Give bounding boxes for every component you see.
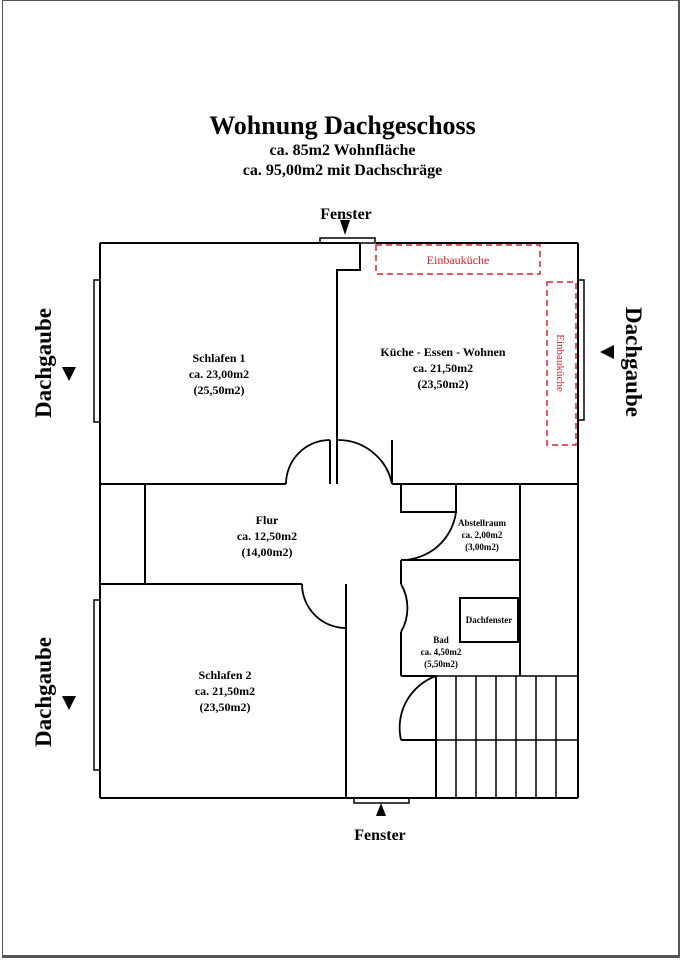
area-with-slope-text: ca. 95,00m2 mit Dachschräge: [242, 162, 443, 179]
interior-walls: [100, 243, 578, 798]
arrows: [62, 220, 614, 816]
dormer-label-right: Dachgaube: [621, 307, 646, 417]
room-name-bad: Bad: [433, 635, 449, 645]
room-name-schlafen1: Schlafen 1: [192, 351, 245, 365]
arrow-up-icon: [376, 803, 386, 816]
room-slope-schlafen1: (25,50m2): [194, 383, 245, 397]
room-area-flur: ca. 12,50m2: [237, 529, 297, 543]
door-arcs: [285, 439, 457, 741]
window-label-top: Fenster: [320, 206, 372, 223]
dormer-label-left-bottom: Dachgaube: [31, 637, 56, 747]
room-name-schlafen2: Schlafen 2: [198, 668, 251, 682]
room-area-abstellraum: ca. 2,00m2: [462, 530, 503, 540]
room-name-flur: Flur: [256, 513, 279, 527]
room-area-kueche: ca. 21,50m2: [413, 361, 473, 375]
arrow-left-icon: [600, 345, 614, 359]
dormer-label-left-top: Dachgaube: [31, 308, 56, 418]
living-area-text: ca. 85m2 Wohnfläche: [269, 142, 416, 159]
arrow-down-icon: [340, 220, 350, 235]
room-name-kueche: Küche - Essen - Wohnen: [380, 345, 505, 359]
arrow-down-icon: [62, 696, 76, 710]
room-area-bad: ca. 4,50m2: [421, 647, 462, 657]
kitchen-label-horizontal: Einbauküche: [427, 253, 490, 267]
skylight-label: Dachfenster: [466, 615, 513, 625]
outer-walls: [99, 242, 579, 799]
room-slope-flur: (14,00m2): [242, 545, 293, 559]
room-name-abstellraum: Abstellraum: [458, 518, 507, 528]
room-slope-abstellraum: (3,00m2): [465, 542, 499, 552]
windows: [93, 237, 585, 804]
kitchen-marker: [375, 244, 577, 446]
window-label-bottom: Fenster: [354, 827, 406, 844]
room-area-schlafen2: ca. 21,50m2: [195, 684, 255, 698]
room-slope-schlafen2: (23,50m2): [200, 700, 251, 714]
arrow-down-icon: [62, 367, 76, 381]
room-slope-kueche: (23,50m2): [418, 377, 469, 391]
room-slope-bad: (5,50m2): [424, 659, 458, 669]
room-area-schlafen1: ca. 23,00m2: [189, 367, 249, 381]
kitchen-label-vertical: Einbauküche: [554, 334, 566, 392]
staircase: [436, 675, 578, 798]
plan-title: Wohnung Dachgeschoss: [209, 111, 476, 140]
